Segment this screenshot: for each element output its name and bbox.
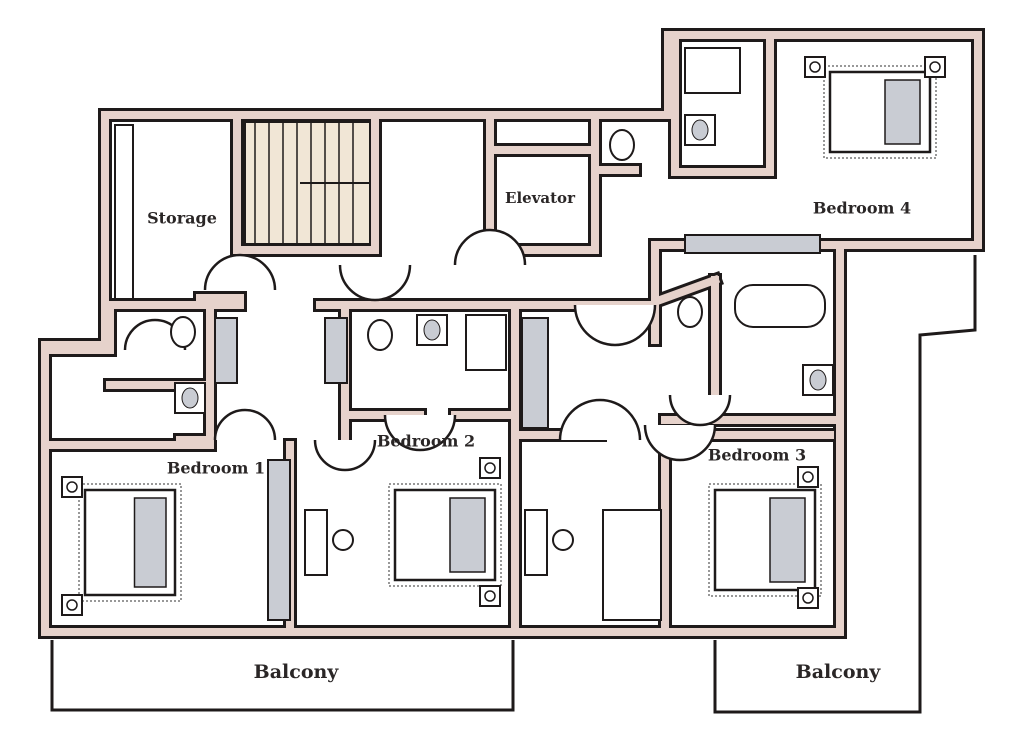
sink-basin [691, 119, 709, 141]
bathtub-icon [734, 284, 826, 328]
sink-basin [809, 369, 827, 391]
door-swing [203, 253, 277, 291]
nightstand-icon [479, 457, 501, 479]
nightstand-icon [797, 587, 819, 609]
desk-icon [304, 509, 328, 576]
pillow [449, 497, 486, 573]
doors [123, 228, 732, 472]
door-swing [558, 398, 642, 441]
shower-icon [684, 47, 741, 94]
sink-basin [423, 319, 441, 341]
wardrobe-icon [684, 234, 821, 254]
wardrobe-icon [267, 459, 291, 621]
nightstand-icon [924, 56, 946, 78]
lamp-icon [929, 61, 941, 73]
door-swing [668, 394, 732, 427]
room-label-balcony-right: Balcony [795, 661, 881, 683]
balcony-right-outline [713, 255, 977, 714]
door-swing [573, 304, 657, 347]
nightstand-icon [797, 466, 819, 488]
storage-shelf [114, 124, 134, 301]
lamp-icon [802, 471, 814, 483]
lamp-icon [66, 481, 78, 493]
wall-fill [654, 274, 721, 306]
room-label-balcony-left: Balcony [253, 661, 339, 683]
sofa-icon [602, 509, 662, 621]
door-swing [338, 264, 412, 302]
door-swing [383, 414, 457, 452]
wardrobe-icon [521, 317, 549, 429]
toilet-icon [170, 316, 196, 348]
fixtures [61, 47, 946, 621]
sink-basin [181, 387, 199, 409]
nightstand-icon [61, 594, 83, 616]
wardrobe-icon [324, 317, 348, 384]
door-swing [213, 408, 277, 441]
toilet-icon [367, 319, 393, 351]
room-label-bedroom-1: Bedroom 1 [166, 458, 266, 478]
wardrobe-icon [214, 317, 238, 384]
lamp-icon [484, 590, 496, 602]
desk-icon [524, 509, 548, 576]
door-swing [453, 228, 527, 266]
balconies [50, 255, 977, 714]
wall-fill [486, 111, 599, 254]
lamp-icon [484, 462, 496, 474]
door-swing [643, 424, 717, 462]
balcony-left-outline [50, 640, 515, 712]
chair-icon [332, 529, 354, 551]
wall-fill [233, 111, 379, 254]
room-label-elevator: Elevator [505, 189, 575, 207]
lamp-icon [66, 599, 78, 611]
door-swing [313, 439, 377, 472]
wall-fill [41, 31, 982, 636]
pillow [133, 497, 167, 588]
room-label-storage: Storage [147, 208, 217, 228]
lamp-icon [802, 592, 814, 604]
room-label-bedroom-3: Bedroom 3 [707, 445, 807, 465]
toilet-icon [677, 296, 703, 328]
pillow [884, 79, 921, 145]
nightstand-icon [804, 56, 826, 78]
lamp-icon [809, 61, 821, 73]
wall-fill [671, 31, 774, 176]
room-label-bedroom-4: Bedroom 4 [812, 198, 912, 218]
shower-icon [465, 314, 507, 371]
wall [483, 108, 602, 257]
room-label-bedroom-2: Bedroom 2 [376, 431, 476, 451]
pillow [769, 497, 806, 583]
nightstand-icon [61, 476, 83, 498]
chair-icon [552, 529, 574, 551]
toilet-icon [609, 129, 635, 161]
nightstand-icon [479, 585, 501, 607]
